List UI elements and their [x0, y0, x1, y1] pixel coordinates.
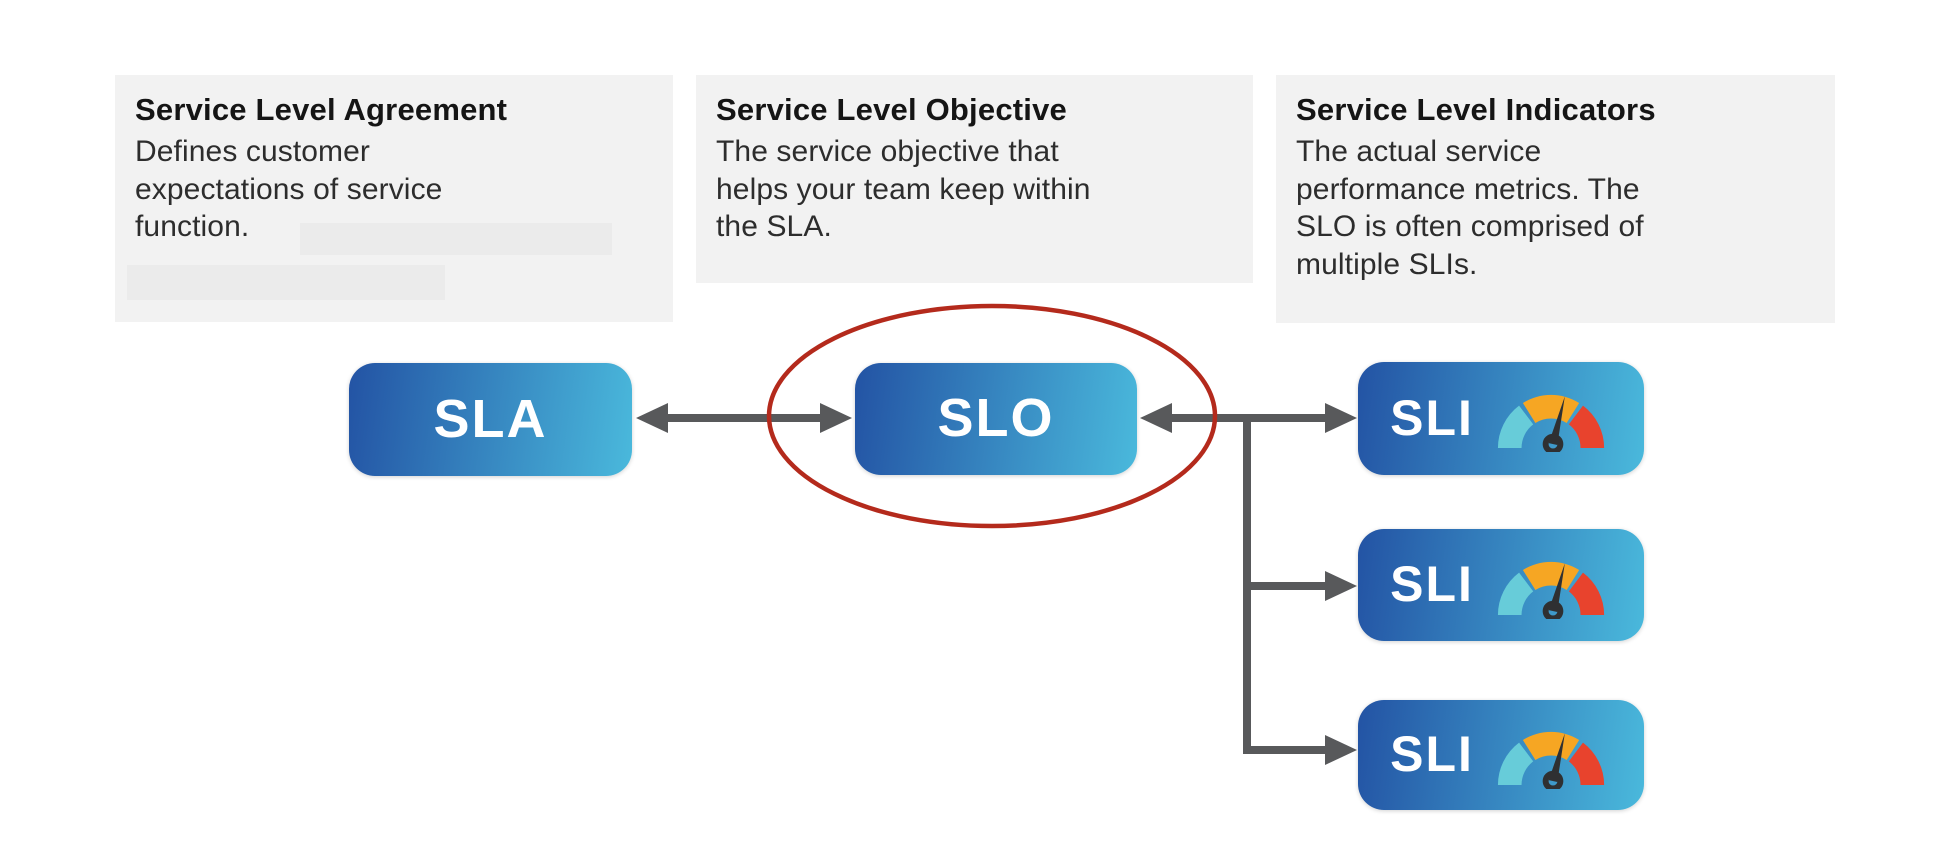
redacted-block — [127, 265, 445, 300]
arrowhead-left — [1140, 403, 1172, 433]
panel-body: The actual service performance metrics. … — [1296, 135, 1644, 281]
node-sli-3: SLI — [1358, 700, 1644, 810]
gauge-icon — [1497, 394, 1605, 452]
node-label: SLA — [433, 388, 548, 449]
node-sli-1: SLI — [1358, 362, 1644, 475]
node-slo: SLO — [855, 363, 1137, 475]
gauge-icon — [1497, 731, 1605, 789]
node-sla: SLA — [349, 363, 632, 476]
panel-body: Defines customer expectations of service… — [135, 135, 443, 244]
node-label: SLI — [1390, 389, 1474, 446]
panel-sli-definition: Service Level Indicators The actual serv… — [1276, 75, 1835, 323]
panel-body: The service objective that helps your te… — [716, 135, 1091, 244]
node-label: SLI — [1390, 726, 1474, 782]
arrowhead-right — [1325, 735, 1357, 765]
node-sli-2: SLI — [1358, 529, 1644, 641]
panel-title: Service Level Objective — [716, 92, 1067, 127]
panel-title: Service Level Agreement — [135, 92, 508, 127]
gauge-icon — [1497, 561, 1605, 619]
node-label: SLI — [1390, 556, 1474, 612]
arrowhead-left — [636, 403, 668, 433]
redacted-block — [300, 223, 612, 255]
panel-sla-definition: Service Level Agreement Defines customer… — [115, 75, 673, 322]
panel-slo-definition: Service Level Objective The service obje… — [696, 75, 1253, 283]
arrowhead-right — [1325, 571, 1357, 601]
arrowhead-right — [1325, 403, 1357, 433]
panel-title: Service Level Indicators — [1296, 92, 1656, 127]
node-label: SLO — [937, 388, 1055, 448]
arrowhead-right — [820, 403, 852, 433]
